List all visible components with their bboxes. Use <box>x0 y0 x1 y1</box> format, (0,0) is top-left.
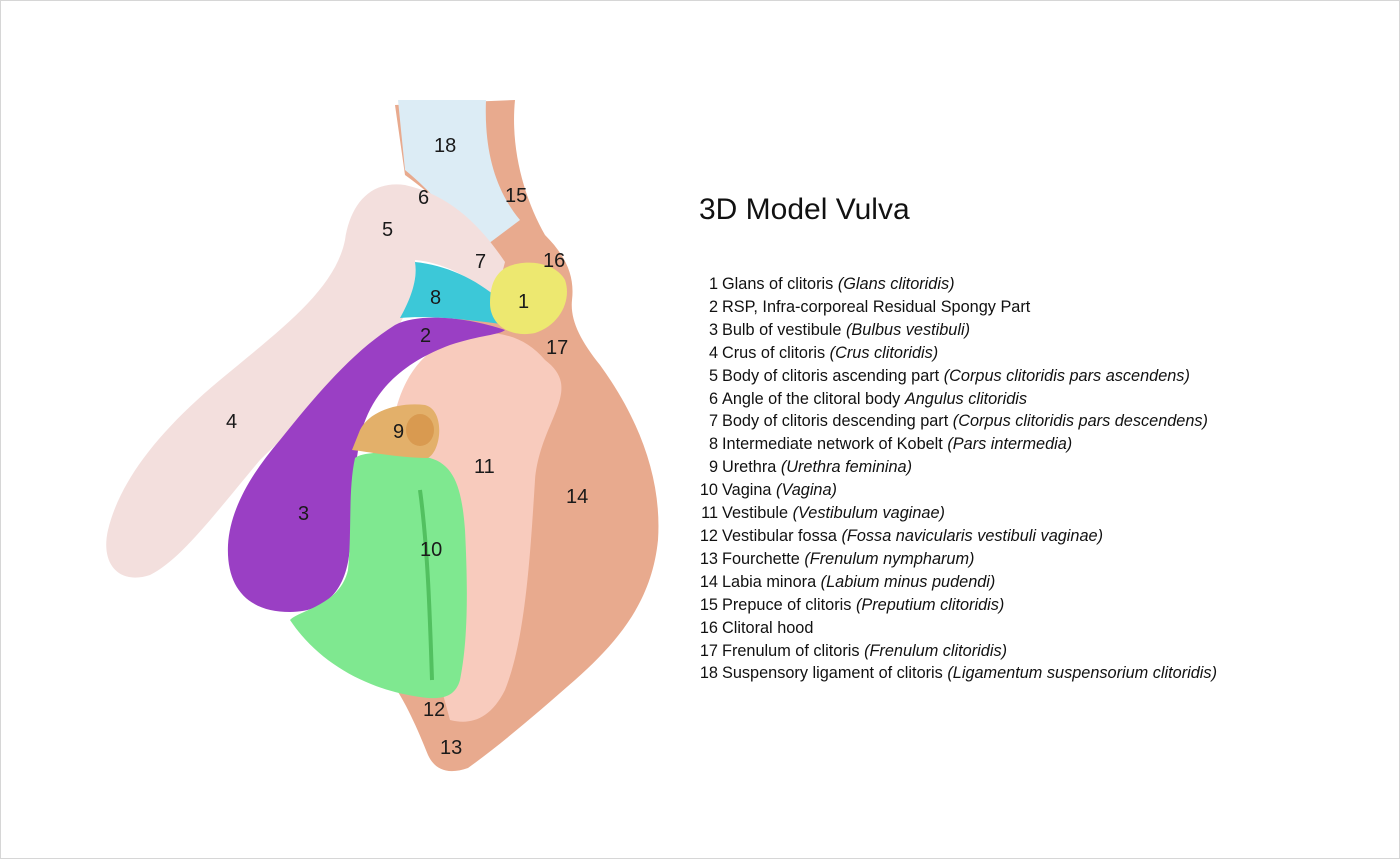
legend-item-name: Angle of the clitoral body <box>722 389 901 408</box>
legend-item-name: Vagina <box>722 481 772 500</box>
legend-item-number: 4 <box>708 343 718 362</box>
legend-item-number: 6 <box>708 389 718 408</box>
legend-item-name: Glans of clitoris <box>722 275 834 293</box>
label-13: 13 <box>440 737 462 759</box>
legend-item-number: 11 <box>701 504 718 523</box>
legend-item-number: 7 <box>708 412 718 431</box>
legend-item-latin: (Fossa navicularis vestibuli vaginae) <box>841 526 1104 545</box>
legend-item-number: 15 <box>699 595 718 614</box>
legend-item-name: Frenulum of clitoris <box>722 641 860 660</box>
legend-item-latin: (Frenulum nympharum) <box>804 549 975 568</box>
legend-item-number: 3 <box>708 320 718 339</box>
legend-item-number: 8 <box>708 435 718 454</box>
label-7: 7 <box>475 251 486 273</box>
legend-item-number: 14 <box>699 572 718 591</box>
legend-item-number: 17 <box>699 641 718 660</box>
legend-item-number: 10 <box>699 481 718 500</box>
legend-item-name: Labia minora <box>722 572 817 591</box>
legend-item-latin: (Bulbus vestibuli) <box>846 320 970 339</box>
legend-item-number: 13 <box>699 549 718 568</box>
legend-item-name: Bulb of vestibule <box>722 320 842 339</box>
diagram-title: 3D Model Vulva <box>699 193 910 226</box>
kobelt-network-shape <box>400 262 510 325</box>
bulb-shape <box>227 317 505 612</box>
legend-item-latin: (Corpus clitoridis pars ascendens) <box>943 366 1190 385</box>
legend-item-number: 9 <box>708 458 718 477</box>
label-8: 8 <box>430 287 441 309</box>
legend-item-number: 18 <box>699 664 718 683</box>
legend-item-name: RSP, Infra-corporeal Residual Spongy Par… <box>722 297 1031 316</box>
label-12: 12 <box>423 699 445 721</box>
label-14: 14 <box>566 486 588 508</box>
legend-item-number: 16 <box>699 618 718 637</box>
label-2: 2 <box>420 325 431 347</box>
clitoris-body-shape <box>106 184 505 578</box>
legend-item-number: 2 <box>708 297 718 316</box>
legend-item-latin: (Preputium clitoridis) <box>855 595 1005 614</box>
urethra-opening <box>406 414 434 446</box>
legend-item-latin: (Vagina) <box>776 481 837 500</box>
legend-item-number: 5 <box>708 366 718 385</box>
legend-item-latin: (Pars intermedia) <box>947 435 1073 454</box>
legend-item-name: Suspensory ligament of clitoris <box>722 664 943 683</box>
legend-item-latin: (Crus clitoridis) <box>829 343 939 362</box>
label-18: 18 <box>434 135 456 157</box>
label-5: 5 <box>382 219 393 241</box>
glans-shape <box>490 262 567 335</box>
label-6: 6 <box>418 187 429 209</box>
suspensory-ligament-shape <box>398 100 520 250</box>
legend-item-latin: (Frenulum clitoridis) <box>864 641 1008 660</box>
legend-item-latin: Angulus clitoridis <box>904 389 1028 408</box>
legend-item-name: Clitoral hood <box>722 618 814 637</box>
legend-item-name: Crus of clitoris <box>722 343 826 362</box>
legend-item-latin: (Glans clitoridis) <box>837 275 955 293</box>
label-16: 16 <box>543 250 565 272</box>
legend-item-name: Intermediate network of Kobelt <box>722 435 943 454</box>
legend-item-name: Vestibule <box>722 504 789 523</box>
label-4: 4 <box>226 411 237 433</box>
legend-item-latin: (Vestibulum vaginae) <box>792 504 945 523</box>
label-17: 17 <box>546 337 568 359</box>
legend-item-latin: (Corpus clitoridis pars descendens) <box>952 412 1208 431</box>
legend-item-number: 1 <box>708 275 718 293</box>
legend-item-name: Fourchette <box>722 549 800 568</box>
label-9: 9 <box>393 421 404 443</box>
legend-item-name: Body of clitoris descending part <box>722 412 949 431</box>
legend-item-latin: (Ligamentum suspensorium clitoridis) <box>947 664 1217 683</box>
legend-item-latin: (Urethra feminina) <box>780 458 913 477</box>
legend-item-name: Prepuce of clitoris <box>722 595 852 614</box>
legend-item-name: Body of clitoris ascending part <box>722 366 940 385</box>
label-1: 1 <box>518 291 529 313</box>
legend-item-name: Vestibular fossa <box>722 526 837 545</box>
vaginal-fold <box>418 489 434 681</box>
label-3: 3 <box>298 503 309 525</box>
label-15: 15 <box>505 185 527 207</box>
legend-item-name: Urethra <box>722 458 777 477</box>
legend-item-latin: (Labium minus pudendi) <box>820 572 996 591</box>
label-11: 11 <box>474 456 495 478</box>
label-10: 10 <box>420 539 442 561</box>
legend-item-number: 12 <box>699 526 718 545</box>
